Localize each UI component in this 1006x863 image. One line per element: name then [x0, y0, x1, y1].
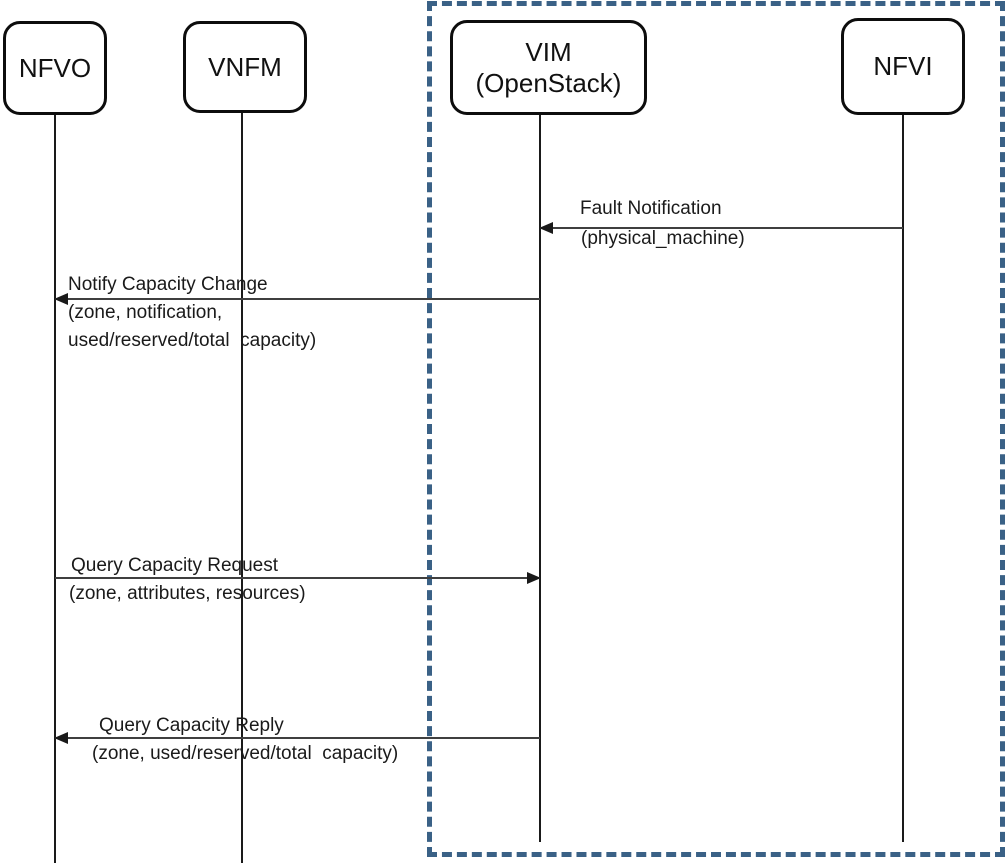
message-params-query-capacity-reply: (zone, used/reserved/total capacity): [92, 743, 399, 764]
lifeline-vim: [539, 115, 541, 842]
arrowhead-left-icon: [539, 222, 553, 234]
actor-label-vnfm: VNFM: [208, 51, 282, 82]
message-label-fault-notification: Fault Notification: [580, 198, 722, 219]
actor-box-vim: VIM (OpenStack): [450, 20, 647, 115]
message-line-query-capacity-request: [55, 572, 541, 584]
lifeline-vnfm: [241, 113, 243, 863]
actor-label-nfvi: NFVI: [873, 51, 933, 81]
lifeline-nfvo: [54, 115, 56, 863]
actor-box-nfvi: NFVI: [841, 18, 965, 115]
message-line-notify-capacity-change: [54, 293, 540, 305]
actor-label-nfvo: NFVO: [18, 52, 92, 83]
actor-label-vim: VIM: [525, 36, 572, 67]
message-params-query-capacity-request: (zone, attributes, resources): [69, 583, 306, 604]
lifeline-nfvi: [902, 115, 904, 842]
vim-nfvi-boundary-box: [427, 1, 1005, 857]
actor-sublabel-vim: (OpenStack): [475, 67, 622, 98]
message-line-fault-notification: [539, 222, 903, 234]
message-params-notify-capacity-change-1: (zone, notification,: [68, 302, 223, 323]
actor-box-nfvo: NFVO: [3, 21, 107, 115]
arrowhead-left-icon: [54, 732, 68, 744]
message-params-notify-capacity-change-2: used/reserved/total capacity): [68, 330, 317, 351]
actor-box-vnfm: VNFM: [183, 21, 307, 113]
message-label-query-capacity-reply: Query Capacity Reply: [99, 715, 284, 736]
message-label-notify-capacity-change: Notify Capacity Change: [68, 274, 268, 295]
arrowhead-right-icon: [527, 572, 541, 584]
message-params-fault-notification: (physical_machine): [581, 228, 745, 249]
message-line-query-capacity-reply: [54, 732, 540, 744]
message-label-query-capacity-request: Query Capacity Request: [71, 555, 278, 576]
arrowhead-left-icon: [54, 293, 68, 305]
